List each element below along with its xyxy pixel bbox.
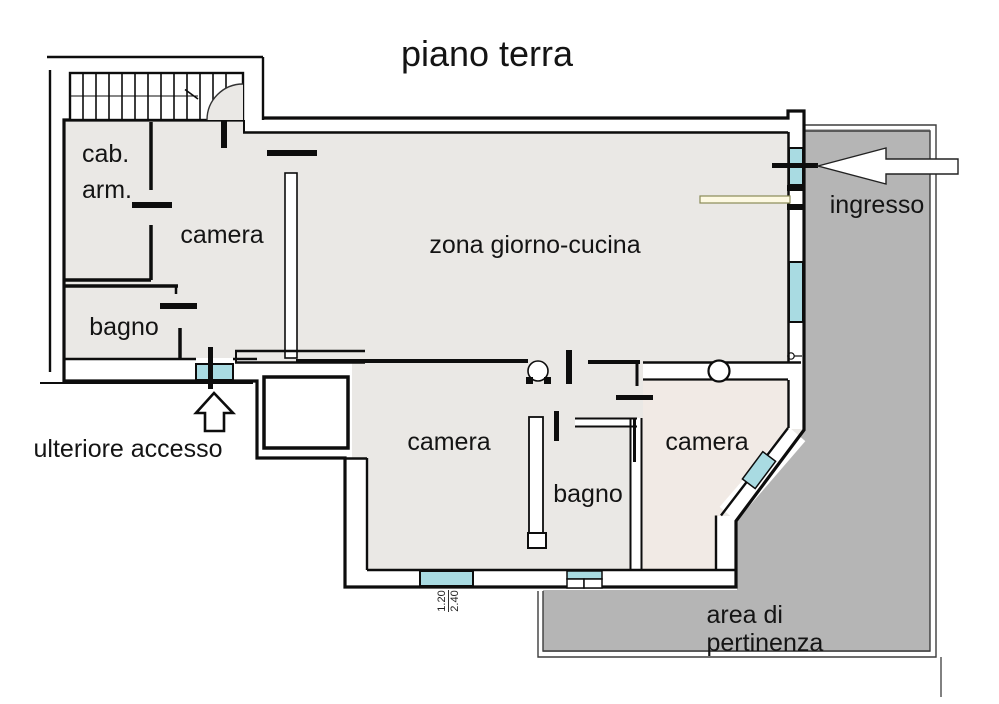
pertinenza-area-shape [537, 124, 942, 697]
window-small [566, 570, 603, 580]
staircase [68, 71, 263, 122]
annotation-area-di-pertinenza: area di pertinenza [706, 601, 824, 657]
column [707, 359, 731, 383]
page-title: piano terra [400, 33, 574, 74]
room-label-bagno-nord: bagno [89, 313, 159, 341]
entry-arrow-icon [815, 147, 959, 185]
window-dimension-label: 1.20 2.40 [436, 581, 464, 621]
door-arc [207, 84, 243, 120]
shaft [262, 375, 350, 450]
room-label-camera-nord: camera [180, 221, 264, 249]
secondary-access-arrow-icon [193, 391, 237, 433]
room-label-camera-centro: camera [407, 428, 491, 456]
apartment-interior [64, 111, 804, 587]
room-label-zona-giorno: zona giorno-cucina [429, 231, 641, 259]
room-label-cab-arm: cab. arm. [82, 140, 132, 204]
window [788, 261, 804, 323]
interior-walls [64, 120, 818, 589]
window [419, 570, 474, 587]
window-diagonal [741, 450, 777, 490]
door-swing [527, 360, 549, 382]
room-label-bagno-sud: bagno [553, 480, 623, 508]
outer-walls [62, 109, 806, 589]
room-label-camera-est: camera [665, 428, 749, 456]
annotation-ulteriore-accesso: ulteriore accesso [33, 435, 223, 463]
dimension-height: 2.40 [449, 590, 461, 612]
dimension-width: 1.20 [436, 590, 449, 612]
annotation-ingresso: ingresso [829, 191, 925, 219]
site-lines [40, 55, 265, 384]
counter [699, 195, 791, 204]
